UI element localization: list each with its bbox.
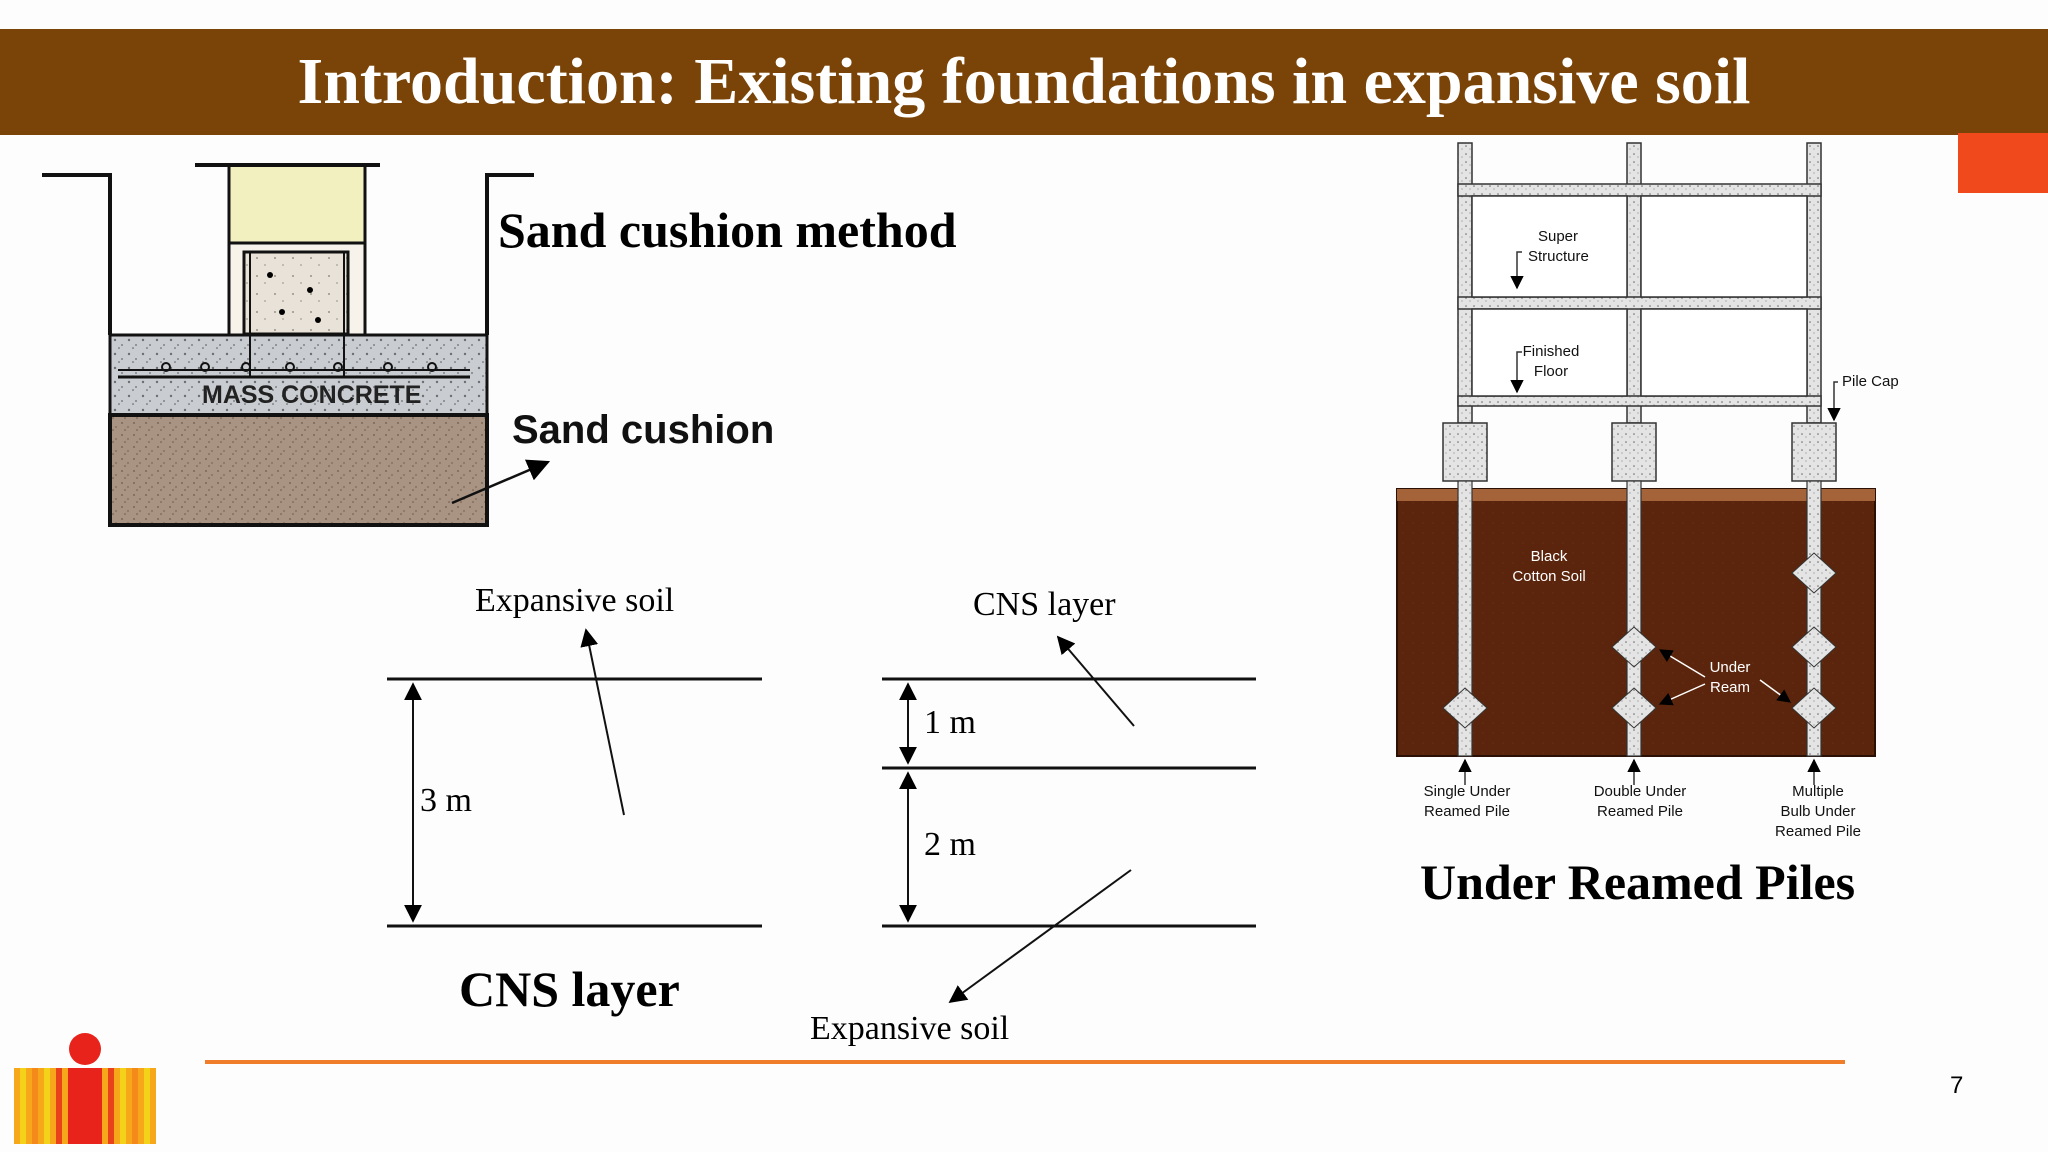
mass-concrete-label: MASS CONCRETE [202, 381, 422, 409]
black-cotton-soil-label: Black Cotton Soil [1512, 548, 1586, 585]
sand-cushion-layer [108, 413, 489, 527]
right-expansive-soil-label: Expansive soil [810, 1010, 1010, 1047]
pedestal-core [242, 250, 350, 336]
sand-cushion-label: Sand cushion [512, 408, 775, 452]
slide-title: Introduction: Existing foundations in ex… [297, 45, 1751, 118]
left-soil-arrow [580, 628, 625, 816]
pile-cap-label: Pile Cap [1842, 373, 1899, 390]
cns-layer-label: CNS layer [973, 586, 1116, 623]
accent-block [1958, 133, 2048, 193]
trench-right-wall [485, 173, 534, 335]
under-ream-label: Under Ream [1709, 659, 1751, 696]
bulb-double-2 [1611, 687, 1657, 729]
dimension-1m-label: 1 m [924, 704, 976, 741]
single-pile-label: Single Under Reamed Pile [1423, 783, 1511, 820]
finished-floor-label: Finished Floor [1522, 343, 1580, 380]
cns-arrow [1056, 635, 1135, 727]
mass-concrete-layer [108, 333, 489, 417]
column-top [227, 163, 367, 245]
footer-line [205, 1060, 1845, 1064]
right-soil-arrow [948, 869, 1132, 1004]
multiple-pile-label: Multiple Bulb Under Reamed Pile [1775, 783, 1861, 840]
super-structure-label: Super Structure [1528, 228, 1589, 265]
trench-left-wall [42, 173, 112, 335]
logo-dot [69, 1033, 101, 1065]
bulb-multi-1 [1791, 552, 1837, 594]
under-reamed-piles-caption: Under Reamed Piles [1420, 854, 1856, 910]
double-pile-label: Double Under Reamed Pile [1593, 783, 1687, 820]
dimension-3m-label: 3 m [420, 782, 472, 819]
sand-cushion-arrow [451, 459, 551, 505]
cns-caption: CNS layer [459, 961, 680, 1017]
page-number: 7 [1950, 1072, 1964, 1099]
bulb-double-1 [1611, 626, 1657, 668]
title-bar [0, 29, 2048, 135]
bulb-multi-3 [1791, 687, 1837, 729]
left-expansive-soil-label: Expansive soil [475, 582, 675, 619]
sand-cushion-heading: Sand cushion method [498, 202, 957, 258]
bulb-single [1442, 687, 1488, 729]
dimension-2m-label: 2 m [924, 826, 976, 863]
bulb-multi-2 [1791, 626, 1837, 668]
